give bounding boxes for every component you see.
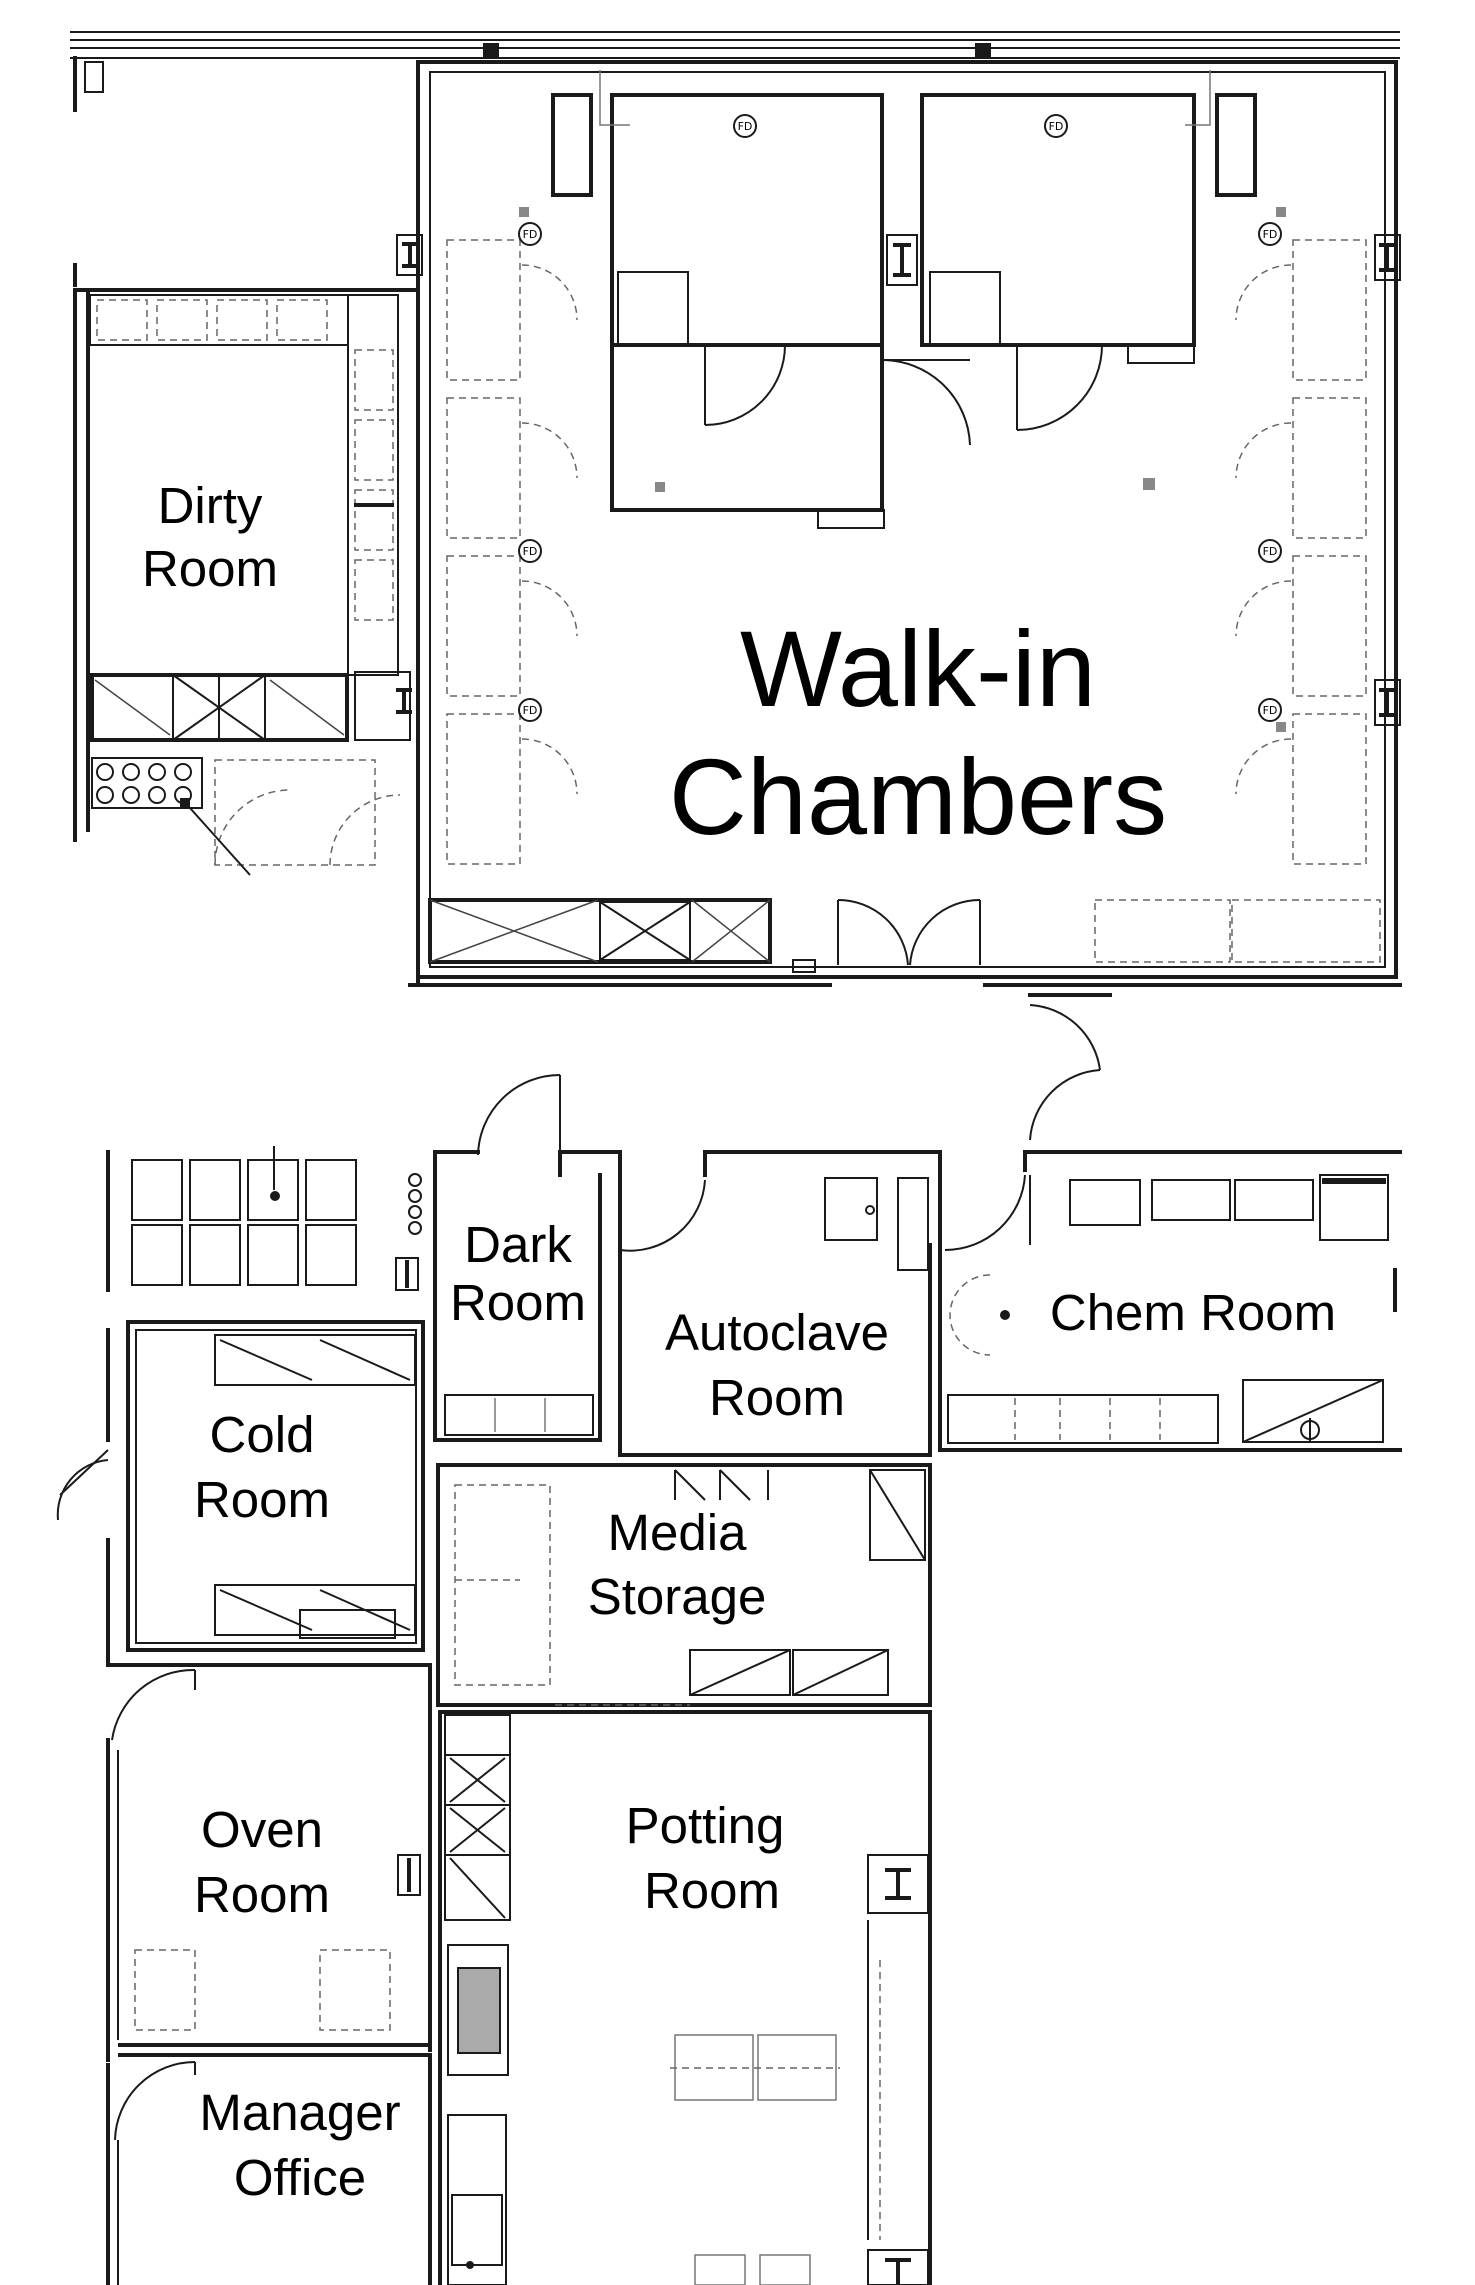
dark-room	[433, 1074, 602, 1442]
autoclave-room	[618, 1177, 932, 1457]
oven-room	[106, 1663, 432, 2062]
label-walk-in-line2: Chambers	[669, 736, 1167, 857]
label-media-line2: Storage	[588, 1568, 767, 1625]
label-oven-line1: Oven	[201, 1801, 323, 1858]
room-labels: Walk-in Chambers Dirty Room Dark Room Au…	[142, 477, 1336, 2206]
cold-room	[56, 1320, 425, 1667]
floor-drain-label: FD	[1263, 704, 1278, 717]
label-chem: Chem Room	[1050, 1284, 1336, 1341]
label-dirty-line1: Dirty	[158, 477, 263, 534]
growth-chamber-grid	[131, 1146, 422, 1291]
label-autoclave-line2: Room	[709, 1369, 845, 1426]
label-dirty-line2: Room	[142, 540, 278, 597]
building-top-wall	[70, 31, 1400, 112]
potting-room	[438, 1710, 932, 2285]
label-potting-line1: Potting	[626, 1797, 785, 1854]
floor-drain-label: FD	[523, 704, 538, 717]
label-manager-line2: Office	[234, 2149, 366, 2206]
corridor-door	[1028, 993, 1112, 1141]
floor-drain-label: FD	[523, 228, 538, 241]
floor-drain-label: FD	[738, 120, 753, 133]
chem-room	[938, 1174, 1402, 1452]
floor-drain-label: FD	[523, 545, 538, 558]
floor-drain-label: FD	[1049, 120, 1064, 133]
dirty-room	[73, 263, 420, 987]
label-potting-line2: Room	[644, 1862, 780, 1919]
walk-in-chambers	[396, 60, 1402, 987]
media-storage	[436, 1463, 932, 1707]
label-cold-line2: Room	[194, 1471, 330, 1528]
manager-office	[106, 2053, 432, 2285]
floor-drain-label: FD	[1263, 545, 1278, 558]
label-autoclave-line1: Autoclave	[665, 1304, 889, 1361]
label-media-line1: Media	[608, 1504, 748, 1561]
label-oven-line2: Room	[194, 1866, 330, 1923]
label-manager-line1: Manager	[199, 2084, 400, 2141]
label-dark-line2: Room	[450, 1274, 586, 1331]
lower-block-walls	[106, 1150, 1402, 1292]
label-walk-in-line1: Walk-in	[740, 608, 1096, 729]
label-dark-line1: Dark	[464, 1216, 572, 1273]
label-cold-line1: Cold	[210, 1406, 315, 1463]
floor-drain-label: FD	[1263, 228, 1278, 241]
